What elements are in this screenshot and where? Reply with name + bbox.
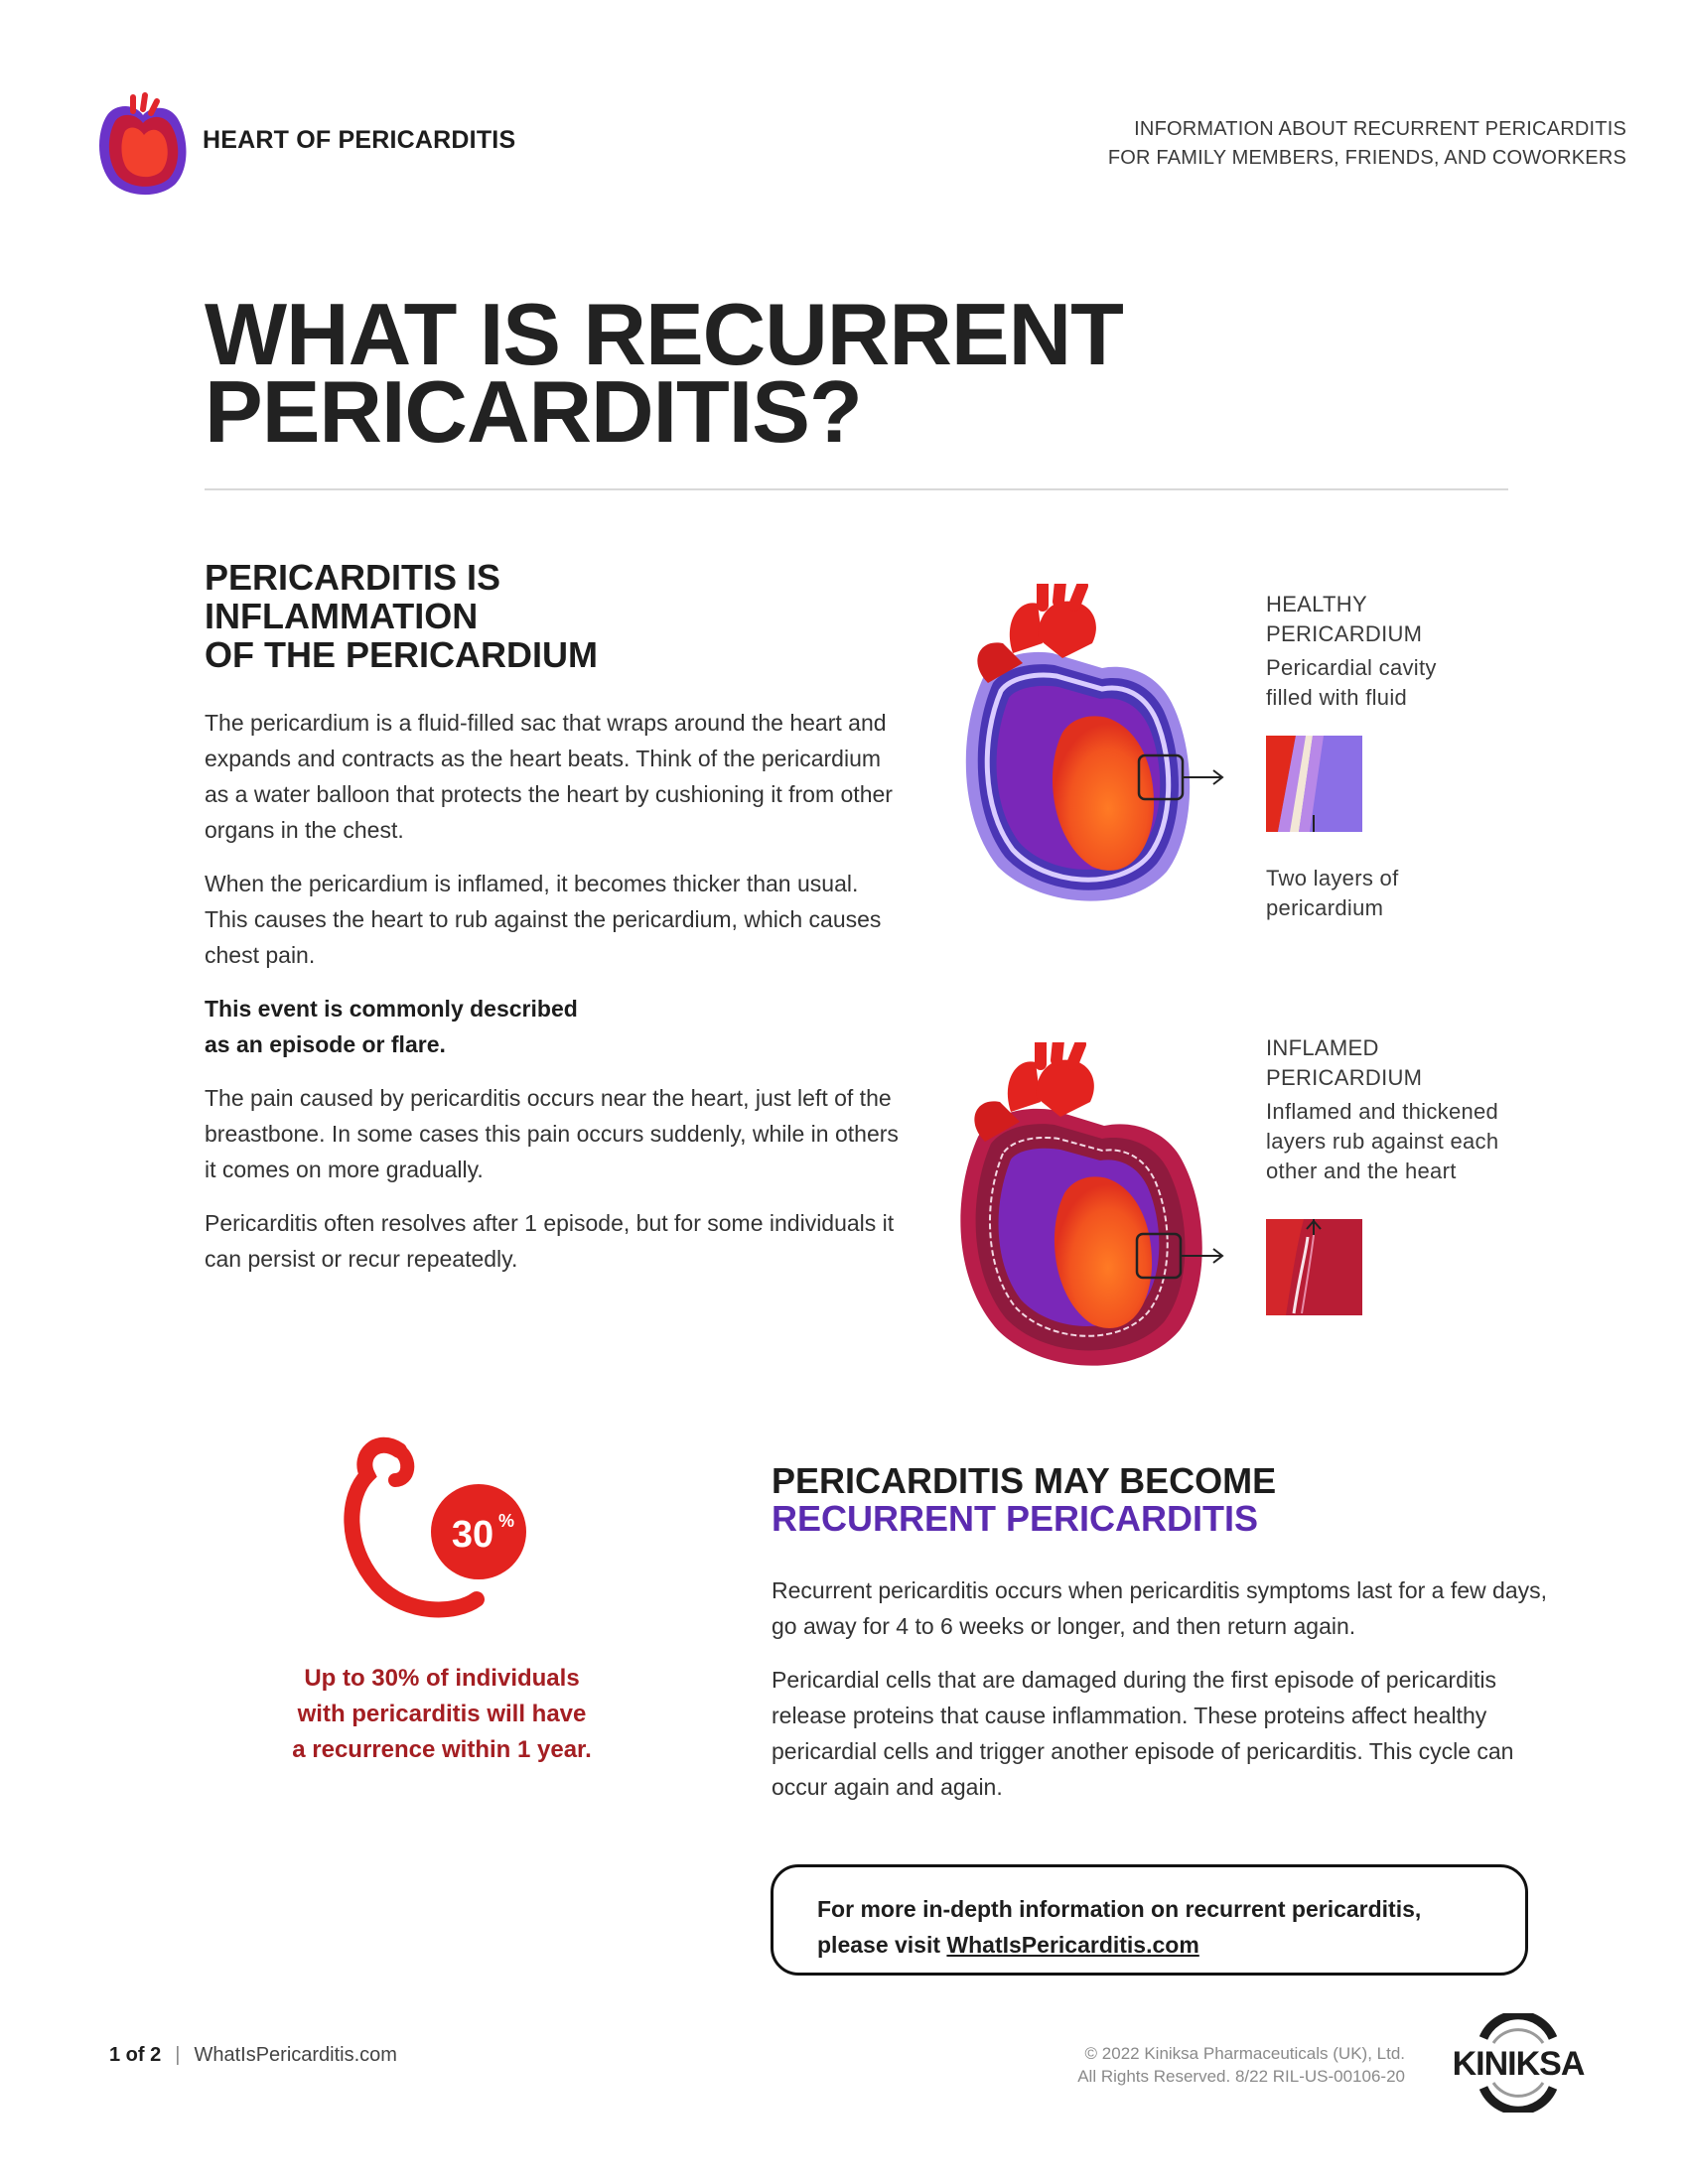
stat-value: 30 [452,1514,493,1556]
label-line: PERICARDIUM [1266,1065,1423,1090]
heading-line: PERICARDITIS IS [205,557,501,598]
inflamed-pericardium-title: INFLAMED PERICARDIUM [1266,1033,1422,1093]
thirty-percent-heart-icon: 30 % [344,1436,526,1618]
paragraph: Recurrent pericarditis occurs when peric… [772,1577,1548,1639]
inflamed-pericardium-description: Inflamed and thickened layers rub agains… [1266,1097,1498,1186]
label-line: HEALTHY [1266,592,1367,616]
label-line: PERICARDIUM [1266,621,1423,646]
page-number: 1 of 2 [109,2044,162,2066]
company-logo-text: KINIKSA [1453,2045,1585,2083]
paragraph: Pericarditis often resolves after 1 epis… [205,1210,895,1272]
stat-line: with pericarditis will have [297,1701,587,1727]
tagline-line: FOR FAMILY MEMBERS, FRIENDS, AND COWORKE… [1107,147,1626,169]
label-line: pericardium [1266,895,1384,920]
info-prefix: please visit [817,1932,947,1958]
info-line: please visit WhatIsPericarditis.com [817,1927,1481,1963]
healthy-pericardium-description: Pericardial cavity filled with fluid [1266,653,1437,713]
footer-left: 1 of 2 | WhatIsPericarditis.com [109,2044,397,2067]
label-line: Two layers of [1266,866,1399,890]
heading-line: PERICARDITIS MAY BECOME [772,1460,1277,1501]
heart-logo-icon [99,92,187,196]
section1-heading: PERICARDITIS IS INFLAMMATION OF THE PERI… [205,558,598,674]
website-link[interactable]: WhatIsPericarditis.com [946,1932,1199,1958]
header-tagline: INFORMATION ABOUT RECURRENT PERICARDITIS… [1108,115,1626,173]
paragraph: When the pericardium is inflamed, it bec… [205,871,882,968]
page-title-line: PERICARDITIS? [205,362,863,461]
emphasis-line: as an episode or flare. [205,1031,446,1057]
footer-separator: | [175,2044,181,2066]
paragraph: The pain caused by pericarditis occurs n… [205,1085,899,1182]
paragraph: Pericardial cells that are damaged durin… [772,1667,1514,1800]
tagline-line: INFORMATION ABOUT RECURRENT PERICARDITIS [1134,118,1626,140]
label-line: filled with fluid [1266,685,1408,710]
label-line: Inflamed and thickened [1266,1099,1499,1124]
label-line: INFLAMED [1266,1035,1379,1060]
title-divider [205,488,1508,490]
paragraph: The pericardium is a fluid-filled sac th… [205,710,893,843]
stat-line: Up to 30% of individuals [304,1665,580,1692]
stat-unit: % [498,1511,514,1531]
heading-line: INFLAMMATION [205,596,479,636]
section1-body: The pericardium is a fluid-filled sac th… [205,705,900,1295]
copyright: © 2022 Kiniksa Pharmaceuticals (UK), Ltd… [1077,2042,1405,2088]
emphasis-line: This event is commonly described [205,996,578,1022]
more-info-box: For more in-depth information on recurre… [771,1864,1528,1976]
label-line: other and the heart [1266,1159,1457,1183]
inflamed-pericardium-zoom-icon [1266,1219,1362,1315]
label-line: layers rub against each [1266,1129,1499,1154]
healthy-pericardium-title: HEALTHY PERICARDIUM [1266,590,1422,649]
copyright-line: All Rights Reserved. 8/22 RIL-US-00106-2… [1077,2067,1405,2086]
stat-line: a recurrence within 1 year. [292,1736,592,1763]
heading-line: OF THE PERICARDIUM [205,634,598,675]
page-title-line: WHAT IS RECURRENT [205,285,1124,383]
brand-name: HEART OF PERICARDITIS [203,126,516,154]
stat-description: Up to 30% of individuals with pericardit… [258,1661,626,1768]
healthy-pericardium-zoom-icon [1266,736,1362,832]
footer-site-link[interactable]: WhatIsPericarditis.com [194,2044,397,2066]
copyright-line: © 2022 Kiniksa Pharmaceuticals (UK), Ltd… [1084,2044,1405,2063]
info-line: For more in-depth information on recurre… [817,1896,1422,1922]
kiniksa-logo: KINIKSA [1453,2013,1586,2113]
section2-body: Recurrent pericarditis occurs when peric… [772,1572,1556,1823]
emphasis-paragraph: This event is commonly described as an e… [205,991,900,1062]
section2-heading: PERICARDITIS MAY BECOME RECURRENT PERICA… [772,1462,1276,1538]
healthy-heart-illustration [965,584,1224,901]
heading-line-accent: RECURRENT PERICARDITIS [772,1498,1259,1539]
healthy-layers-callout: Two layers of pericardium [1266,864,1399,923]
label-line: Pericardial cavity [1266,655,1437,680]
page-title: WHAT IS RECURRENT PERICARDITIS? [205,285,1124,461]
inflamed-heart-illustration [960,1042,1224,1366]
